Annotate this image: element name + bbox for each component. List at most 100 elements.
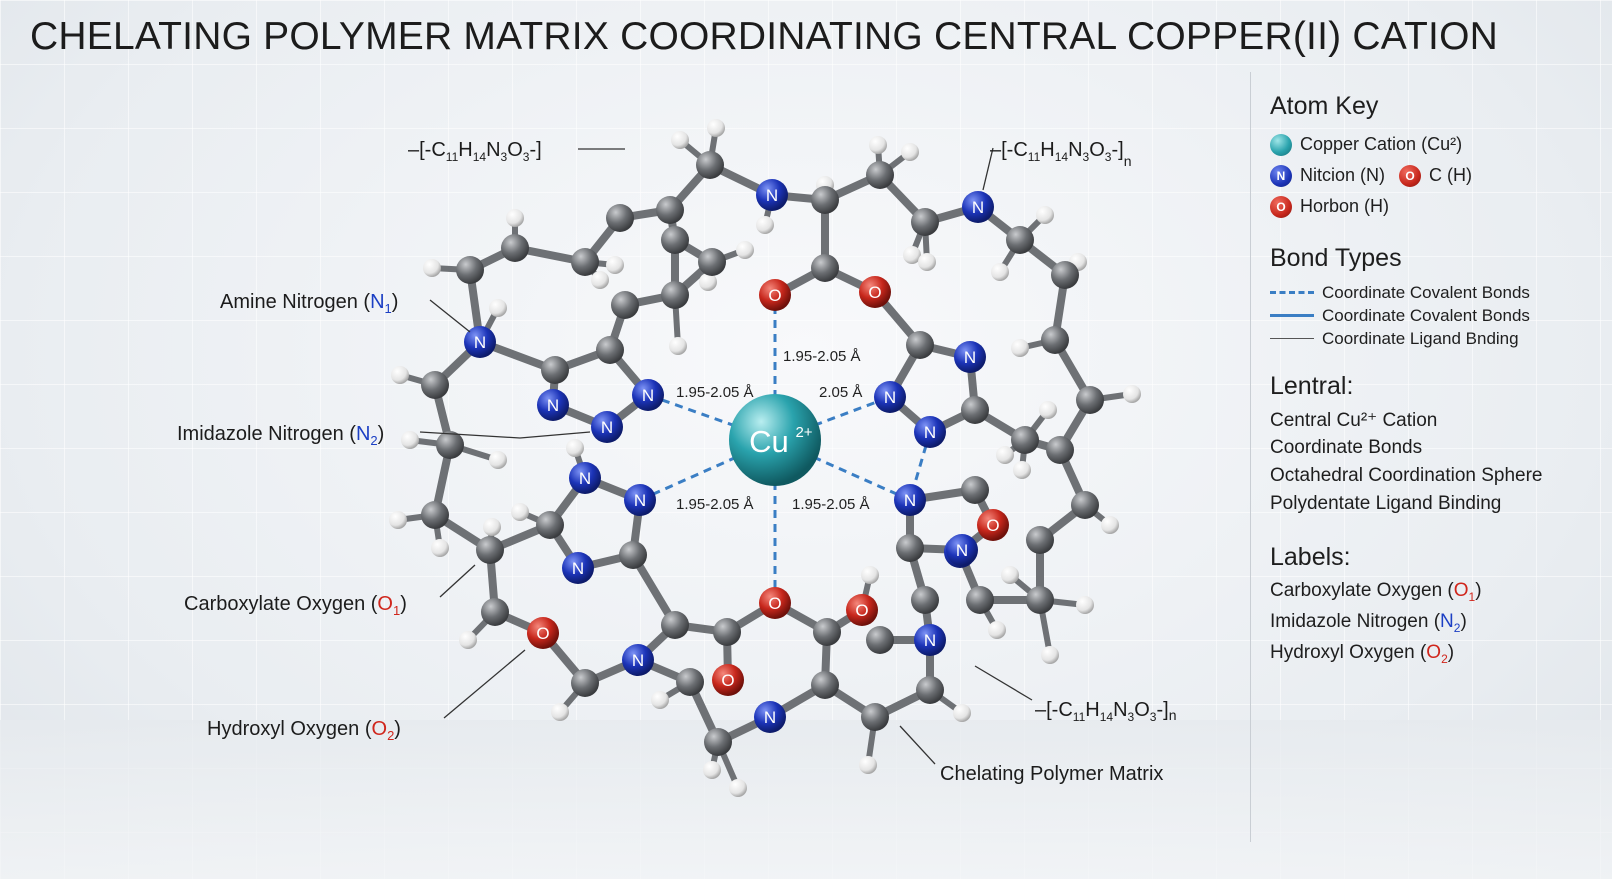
panel-divider bbox=[1250, 72, 1251, 842]
hydrogen-atom bbox=[1076, 596, 1094, 614]
nitrogen-symbol: N bbox=[964, 348, 976, 367]
oxygen-atom bbox=[759, 587, 791, 619]
nitrogen-atom bbox=[632, 379, 664, 411]
hydrogen-atom bbox=[729, 779, 747, 797]
oxygen-atom bbox=[527, 617, 559, 649]
nitrogen-symbol: N bbox=[972, 198, 984, 217]
oxygen-symbol: O bbox=[986, 516, 999, 535]
nitrogen-symbol: N bbox=[764, 708, 776, 727]
nitrogen-atom bbox=[756, 179, 788, 211]
nitrogen-symbol: N bbox=[956, 541, 968, 560]
nitrogen-symbol: N bbox=[634, 491, 646, 510]
nitrogen-atom bbox=[954, 341, 986, 373]
oxygen-symbol: O bbox=[868, 283, 881, 302]
hydrogen-atom bbox=[591, 271, 609, 289]
carbon-atom bbox=[619, 541, 647, 569]
lentral-item: Polydentate Ligand Binding bbox=[1270, 493, 1502, 514]
distance-labels: 1.95-2.05 Å 1.95-2.05 Å 2.05 Å 1.95-2.05… bbox=[676, 348, 870, 513]
carbon-atom bbox=[813, 618, 841, 646]
carbon-atom bbox=[1006, 226, 1034, 254]
nitrogen-atom bbox=[537, 389, 569, 421]
nitrogen-symbol: N bbox=[884, 388, 896, 407]
oxygen-atom bbox=[712, 664, 744, 696]
nitrogen-atom bbox=[569, 462, 601, 494]
carbon-atom bbox=[916, 676, 944, 704]
formula-top-right: –[-C11H14N3O3-]n bbox=[990, 139, 1131, 169]
lentral-item: Octahedral Coordination Sphere bbox=[1270, 465, 1543, 486]
hydrogen-atom bbox=[1101, 516, 1119, 534]
nitrogen-symbol: N bbox=[642, 386, 654, 405]
carbon-atom bbox=[961, 476, 989, 504]
hydrogen-atom bbox=[1001, 566, 1019, 584]
hydrogen-atom bbox=[389, 511, 407, 529]
nitrogen-sphere-icon: N bbox=[1270, 164, 1292, 187]
hydrogen-atom bbox=[489, 451, 507, 469]
nitrogen-atom bbox=[624, 484, 656, 516]
carbon-atom bbox=[866, 626, 894, 654]
carbon-atom bbox=[481, 598, 509, 626]
nitrogen-atom bbox=[962, 191, 994, 223]
thin-line-icon bbox=[1270, 338, 1314, 339]
carbon-atom bbox=[966, 586, 994, 614]
distance-lower-left: 1.95-2.05 Å bbox=[676, 496, 754, 513]
nitrogen-atom bbox=[946, 534, 978, 566]
atom-key-heading: Atom Key bbox=[1270, 92, 1379, 120]
hydrogen-atom bbox=[953, 704, 971, 722]
lentral-heading: Lentral: bbox=[1270, 372, 1354, 400]
carbon-atom bbox=[961, 396, 989, 424]
carbon-atom bbox=[1051, 261, 1079, 289]
hydrogen-atom bbox=[991, 263, 1009, 281]
nitrogen-atom bbox=[874, 381, 906, 413]
distance-upper-left: 1.95-2.05 Å bbox=[676, 384, 754, 401]
hydrogen-atom bbox=[651, 691, 669, 709]
carbon-atom bbox=[1026, 586, 1054, 614]
carbon-atom bbox=[811, 254, 839, 282]
carbon-atom bbox=[536, 511, 564, 539]
nitrogen-atom bbox=[591, 411, 623, 443]
callout-chelating-matrix: Chelating Polymer Matrix bbox=[940, 763, 1163, 785]
callout-texts: Amine Nitrogen (N1) Imidazole Nitrogen (… bbox=[177, 291, 1163, 785]
callout-amine-nitrogen: Amine Nitrogen (N1) bbox=[220, 291, 398, 316]
callout-carboxylate-oxygen: Carboxylate Oxygen (O1) bbox=[184, 593, 407, 618]
coordinate-bond bbox=[639, 438, 776, 502]
carbon-atom bbox=[476, 536, 504, 564]
copper-charge: 2+ bbox=[795, 424, 812, 441]
oxygen-symbol: O bbox=[768, 594, 781, 613]
hydrogen-atom bbox=[869, 136, 887, 154]
labels-heading: Labels: bbox=[1270, 543, 1351, 571]
hydrogen-atom bbox=[511, 503, 529, 521]
distance-top: 1.95-2.05 Å bbox=[783, 348, 861, 365]
hydrogen-atom bbox=[1123, 385, 1141, 403]
carbon-atom bbox=[811, 186, 839, 214]
hydrogen-atom bbox=[988, 621, 1006, 639]
carbon-atom bbox=[606, 204, 634, 232]
nitrogen-symbol: N bbox=[766, 186, 778, 205]
nitrogen-atom bbox=[562, 552, 594, 584]
carbon-atom bbox=[571, 248, 599, 276]
carbon-atom bbox=[698, 248, 726, 276]
oxygen-symbol: O bbox=[721, 671, 734, 690]
carbon-atom bbox=[911, 208, 939, 236]
copper-symbol: Cu bbox=[749, 424, 789, 459]
hydrogen-atom bbox=[606, 256, 624, 274]
hydrogen-atom bbox=[391, 366, 409, 384]
carbon-atom bbox=[1076, 386, 1104, 414]
legend-panel: Atom Key Copper Cation (Cu²) N Nitcion (… bbox=[1270, 92, 1610, 673]
coordinate-bond bbox=[774, 438, 911, 502]
callout-imidazole-nitrogen: Imidazole Nitrogen (N2) bbox=[177, 423, 384, 448]
nitrogen-symbol: N bbox=[474, 333, 486, 352]
hydrogen-atom bbox=[1011, 339, 1029, 357]
oxygen-symbol: O bbox=[768, 286, 781, 305]
nitrogen-symbol: N bbox=[904, 491, 916, 510]
nitrogen-atom bbox=[894, 484, 926, 516]
hydrogen-atom bbox=[1036, 206, 1054, 224]
carbon-atom bbox=[1011, 426, 1039, 454]
hydrogen-atom bbox=[401, 431, 419, 449]
carbon-atom bbox=[436, 431, 464, 459]
nitrogen-atom bbox=[622, 644, 654, 676]
hydrogen-atom bbox=[489, 299, 507, 317]
hydrogen-atom bbox=[459, 631, 477, 649]
nitrogen-atom bbox=[914, 416, 946, 448]
hydrogen-atom bbox=[901, 143, 919, 161]
